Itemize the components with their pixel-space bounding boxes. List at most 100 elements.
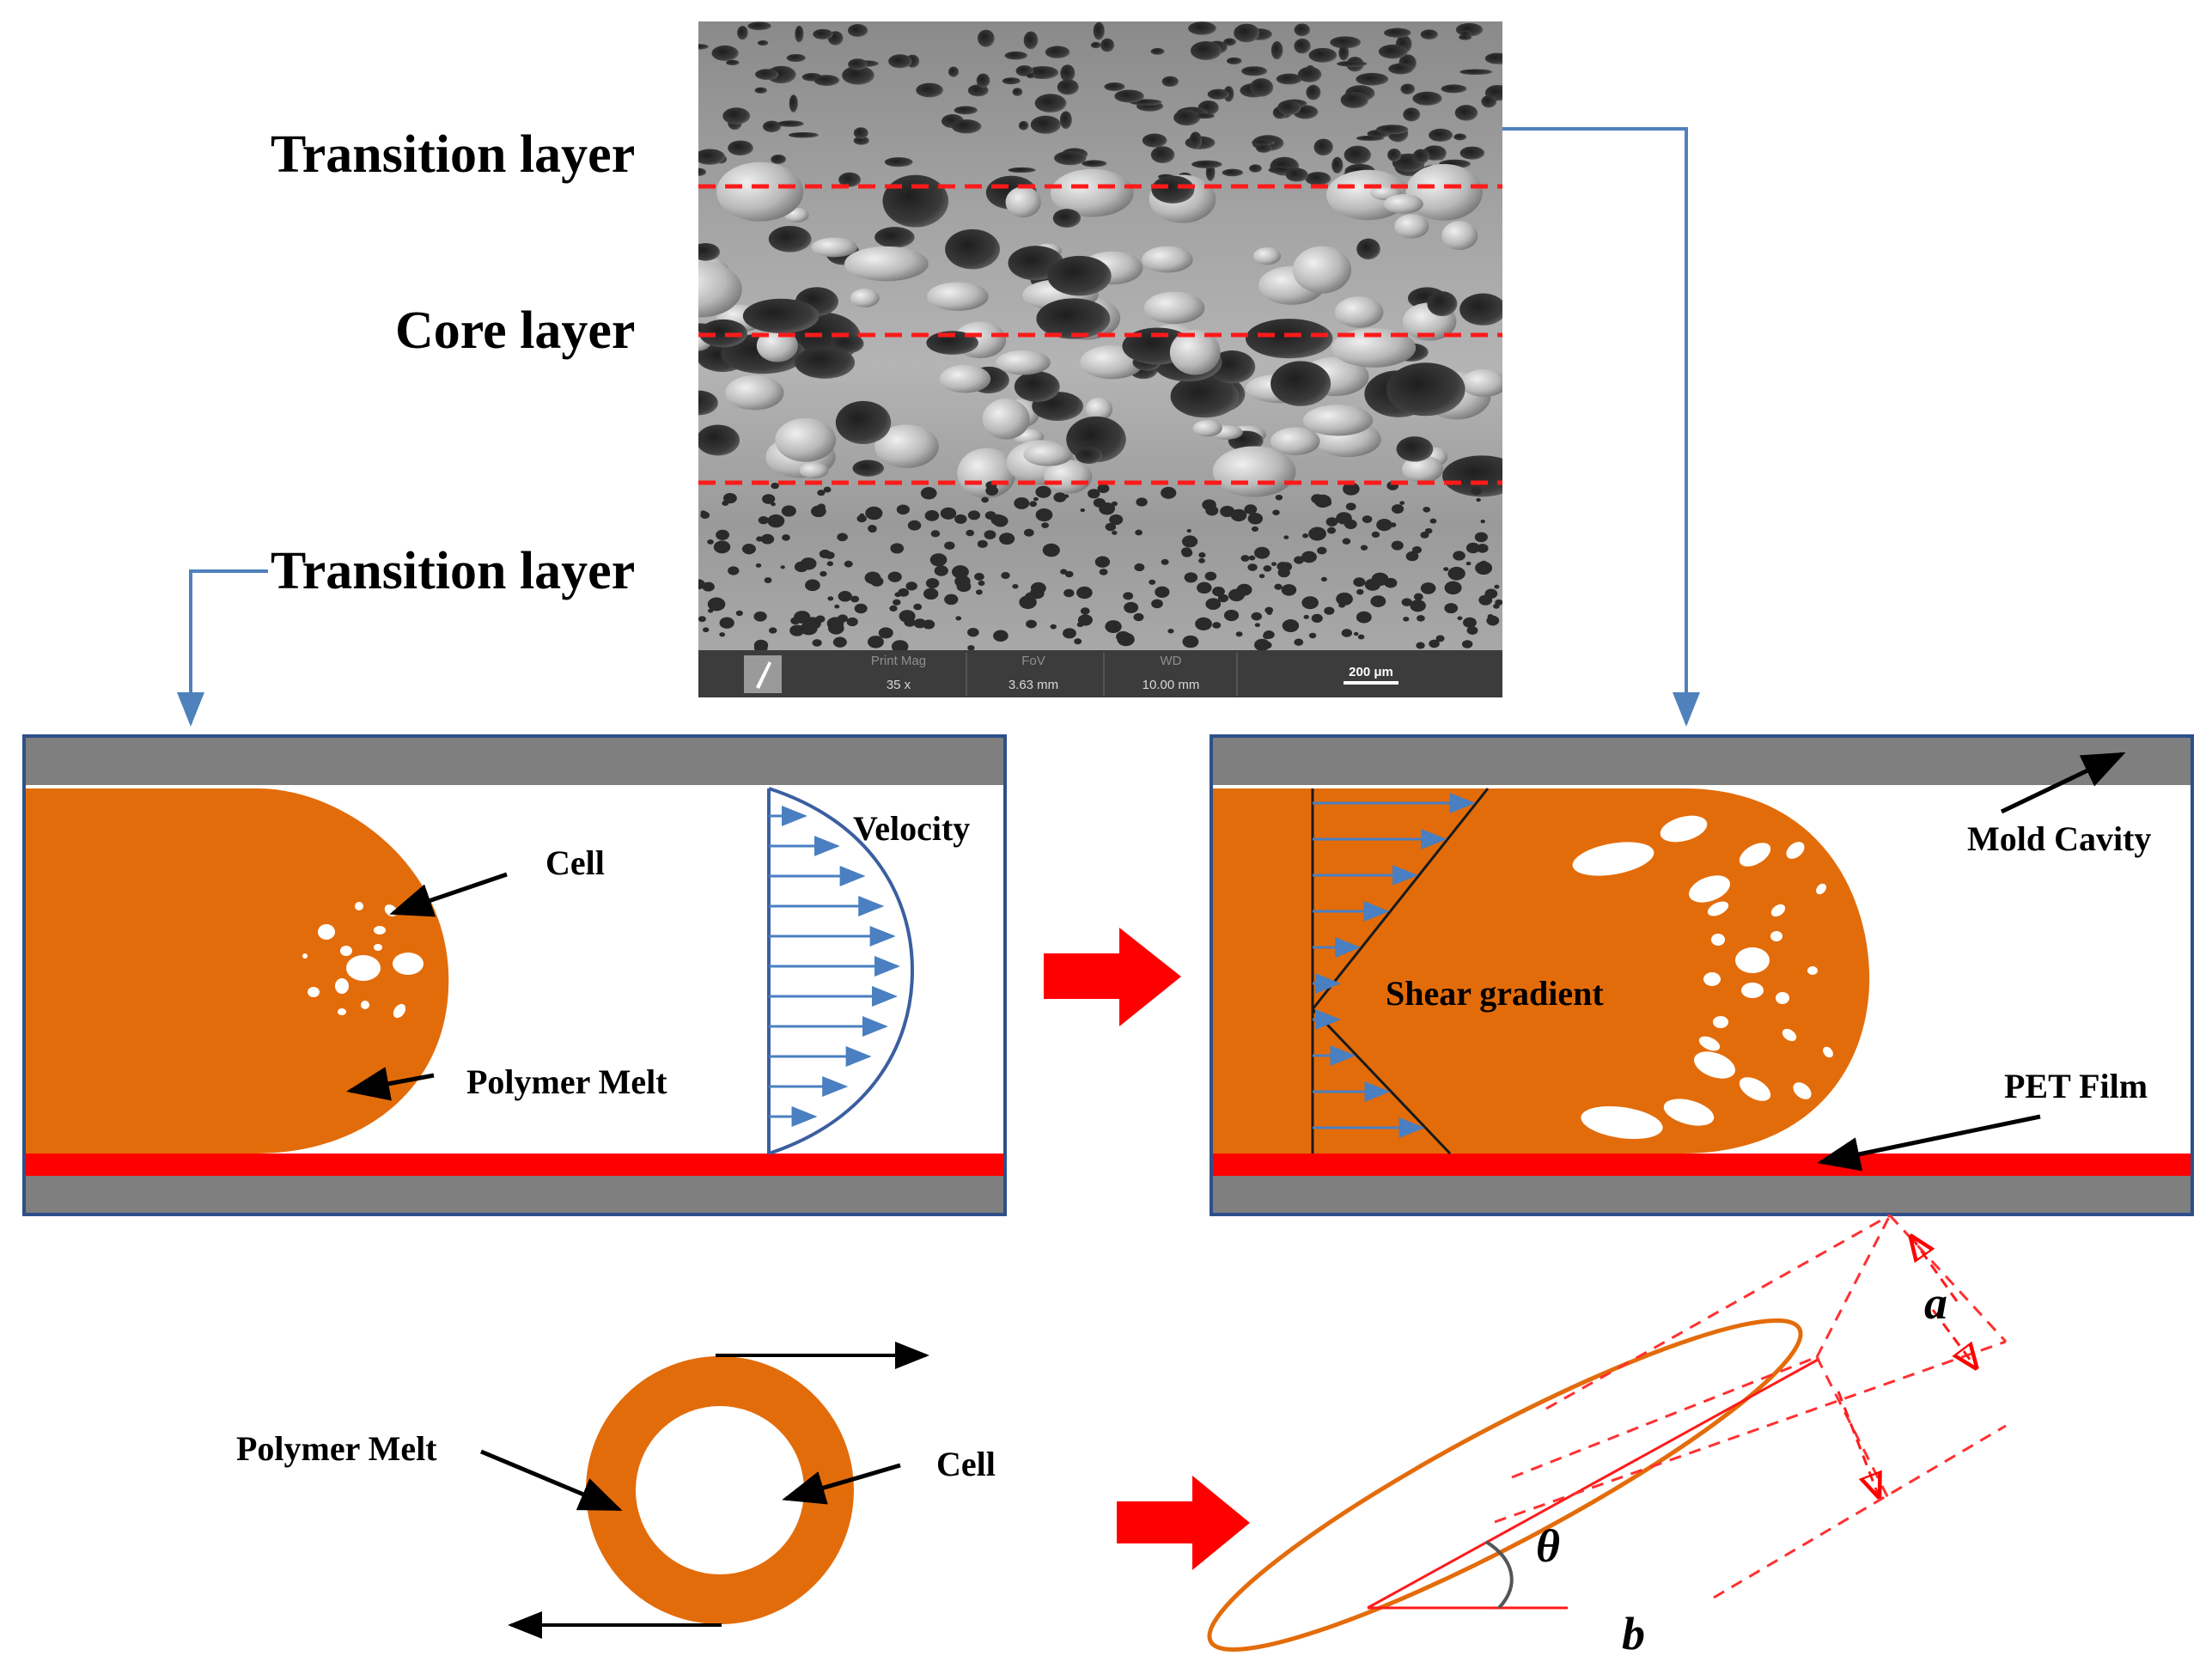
sem-pore [1090,41,1101,49]
sem-micropore [846,617,858,627]
sem-micropore [1336,592,1353,606]
sem-bubble [957,447,1016,499]
sem-pore [771,155,787,164]
sem-bubble [725,374,784,411]
sem-pore [1441,84,1467,94]
sem-pore [698,149,726,165]
sem-pore [1344,145,1371,165]
sem-micropore [713,540,731,554]
sem-micropore [992,514,1009,527]
sem-micropore [783,508,789,514]
sem-pore [1223,38,1236,46]
label-core-layer: Core layer [395,301,635,360]
sem-pore [1226,57,1242,65]
sem-pore [814,75,840,86]
sem-micropore [1494,584,1500,589]
sem-bubble [882,174,949,228]
sem-micropore [1240,555,1250,562]
sem-pore [754,87,767,94]
sem-micropore [999,533,1015,545]
sem-micropore [1301,596,1319,610]
sem-bubble [1442,455,1502,497]
sem-micropore [878,627,893,639]
sem-pore [976,73,990,88]
sem-bubble [698,424,740,456]
sem-micropore [1342,538,1351,545]
sem-pore [1004,51,1028,60]
sem-micropore [760,533,775,545]
sem-pore [1222,168,1244,177]
sem-micropore [1308,632,1317,639]
sem-micropore [1356,588,1364,595]
sem-bubble [698,261,742,318]
sem-pore [1252,138,1275,146]
sem-micropore [951,565,969,579]
sem-micropore [1077,614,1093,626]
velocity-profile-curve [768,787,915,1155]
sem-micropore [1317,500,1325,506]
sem-pore [1313,138,1333,156]
sem-micropore [985,485,999,496]
sem-pore [755,69,779,80]
sem-bubble [1143,291,1205,325]
sem-pore [1249,164,1262,173]
sem-pore [1388,63,1414,75]
sem-micropore [993,630,1009,642]
sem-micropore [723,493,737,504]
sem-bubble [698,242,720,261]
sem-micropore [1248,555,1256,561]
sem-micropore [1263,632,1271,640]
sem-micropore [790,617,801,625]
sem-pore [1459,146,1485,160]
sem-micropore [1014,497,1030,509]
sem-micropore [1109,514,1124,526]
sem-micropore [1195,621,1203,627]
pet-film-right [1211,1154,2192,1176]
sem-pore [884,157,913,167]
sem-pore [1306,84,1321,100]
sem-bubble [775,417,837,462]
sem-micropore [896,504,910,515]
label-theta: θ [1536,1520,1560,1572]
major-axis [1367,1357,1820,1610]
sem-micropore [894,592,902,598]
sem-bubble [982,399,1030,440]
sem-micropore [703,627,710,633]
label-cell-bottom: Cell [936,1445,996,1483]
sem-micropore [1254,546,1271,559]
sem-bubble [1331,328,1417,368]
sem-micropore [1317,546,1327,555]
sem-micropore [782,534,790,541]
sem-micropore [762,494,776,504]
sem-micropore [767,514,785,528]
sem-micropore [1099,569,1108,575]
sem-bubble [1151,175,1195,204]
sem-pore [1114,89,1144,103]
sem-micropore [826,617,844,630]
sem-micropore [1401,598,1412,606]
sem-micropore [1341,629,1353,637]
sem-micropore [1258,574,1265,579]
sem-micropore [1325,517,1338,527]
sem-micropore [805,579,820,592]
sem-micropore [1420,532,1429,539]
sem-micropore [1063,588,1075,598]
sem-bubble [742,298,820,333]
sem-micropore [1326,527,1337,534]
sem-micropore [1413,593,1423,601]
sem-micropore [1275,494,1283,501]
sem-bubble [1253,247,1282,265]
sem-bubble [795,346,856,379]
sem-micropore [1123,592,1134,600]
sem-pore [1189,131,1203,149]
sem-micropore [1247,563,1258,571]
label-polymer-melt-left: Polymer Melt [466,1062,667,1101]
sem-micropore [1322,499,1332,507]
label-pet-film: PET Film [2004,1067,2148,1105]
sem-micropore [1466,625,1478,635]
sem-micropore [1303,614,1309,619]
sem-bubble [945,228,1000,270]
fov-title: FoV [1021,654,1045,668]
